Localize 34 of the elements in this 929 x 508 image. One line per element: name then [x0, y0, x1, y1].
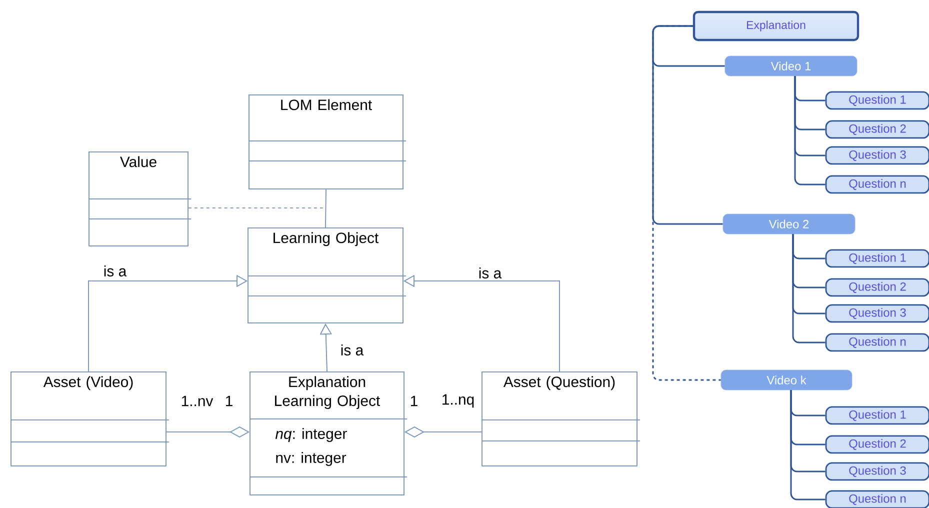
question-box: Question 1 [825, 249, 929, 268]
tree-line [790, 390, 826, 500]
question-box: Question 2 [825, 278, 929, 297]
video-box: Video 2 [722, 214, 856, 234]
multiplicity-label: 1..nv [182, 396, 214, 406]
question-box: Question 3 [825, 146, 929, 165]
class-box: LOM Element [248, 94, 406, 190]
question-box: Question n [825, 333, 929, 352]
question-box: Question 2 [825, 435, 929, 454]
video-box: Video k [720, 370, 852, 390]
question-box: Question 1 [825, 91, 929, 110]
tree-line [792, 234, 826, 344]
edge-label: is a [341, 344, 364, 356]
class-box: Asset (Question) [482, 372, 640, 466]
edge-label: is a [104, 266, 127, 276]
class-box: Value [88, 152, 192, 246]
class-box: Asset (Video) [10, 372, 170, 466]
tree-line [652, 25, 721, 381]
question-box: Question n [825, 490, 929, 508]
video-box: Video 1 [724, 56, 858, 76]
connector [325, 188, 326, 228]
question-box: Question n [825, 175, 929, 194]
tree-line [794, 76, 826, 186]
question-box: Question 3 [825, 462, 929, 481]
class-box: Explanation Learning Object nq: integer nv: integer [250, 372, 408, 496]
multiplicity-label: 1 [226, 396, 232, 406]
question-box: Question 1 [825, 406, 929, 425]
tree-line [652, 25, 723, 225]
question-box: Question 2 [825, 120, 929, 139]
multiplicity-label: 1..nq [442, 394, 474, 408]
question-box: Question 3 [825, 304, 929, 323]
root-box: Explanation [692, 10, 860, 42]
edge-label: is a [479, 268, 502, 278]
class-box: Learning Object [248, 228, 406, 324]
